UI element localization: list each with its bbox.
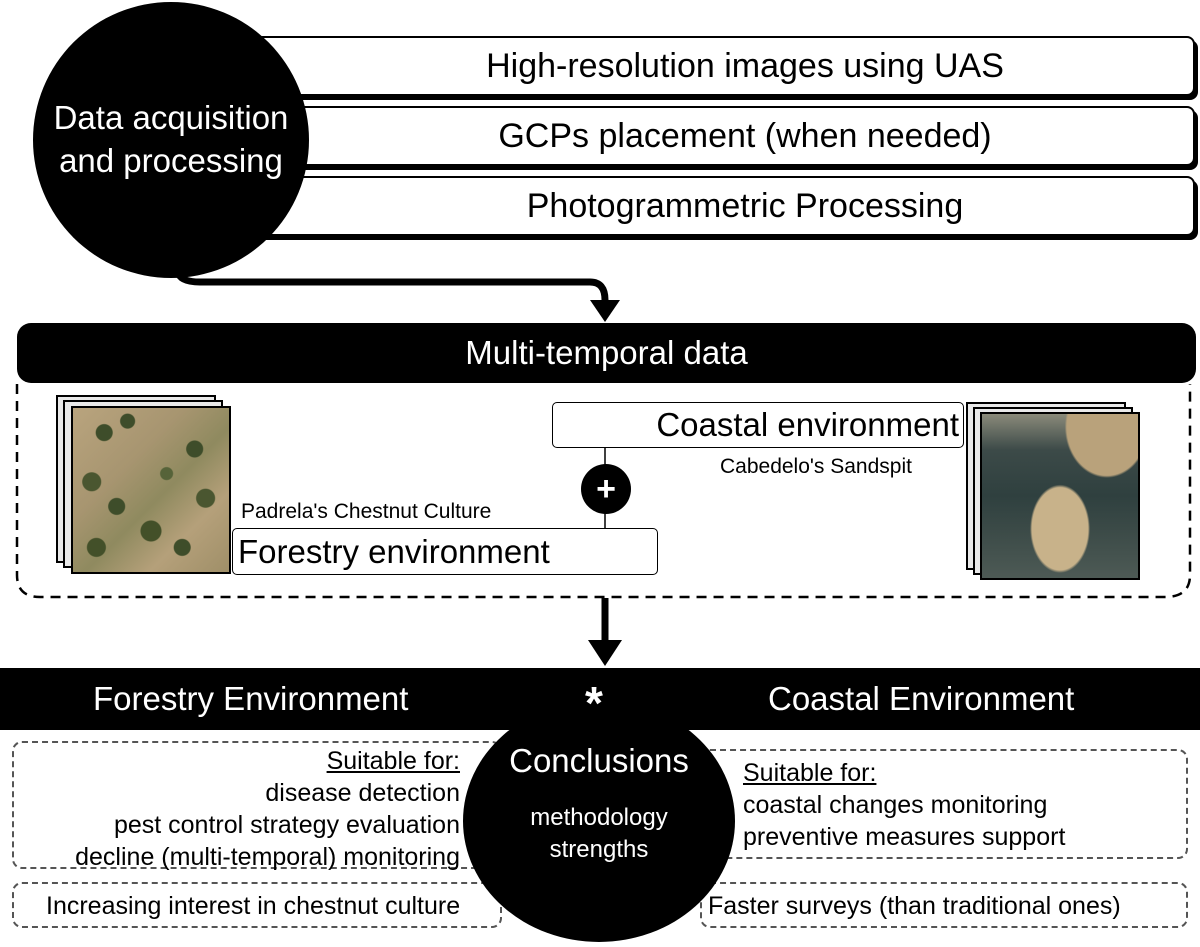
multitemporal-title-bar: Multi-temporal data bbox=[17, 323, 1196, 383]
plus-icon: + bbox=[581, 464, 631, 514]
strength-right-box: Faster surveys (than traditional ones) bbox=[700, 882, 1188, 928]
coastal-site-label: Cabedelo's Sandspit bbox=[720, 455, 912, 478]
conclusions-subtitle-line2: strengths bbox=[549, 836, 649, 863]
coastal-suitable-item: coastal changes monitoring bbox=[743, 791, 1048, 819]
step-box-photogrammetry: Photogrammetric Processing bbox=[235, 176, 1195, 236]
strength-left-text: Increasing interest in chestnut culture bbox=[46, 892, 461, 920]
step-box-gcps: GCPs placement (when needed) bbox=[235, 106, 1195, 166]
coastal-environment-title: Coastal Environment bbox=[768, 680, 1075, 717]
asterisk-icon: * bbox=[585, 677, 603, 729]
strength-right-text: Faster surveys (than traditional ones) bbox=[708, 892, 1121, 920]
forestry-suitable-item: decline (multi-temporal) monitoring bbox=[75, 843, 460, 871]
acquisition-title-line2: and processing bbox=[59, 142, 283, 179]
coastal-environment-box: Coastal environment bbox=[552, 402, 964, 448]
acquisition-circle: Data acquisition and processing bbox=[33, 2, 309, 278]
coastal-suitable-item: preventive measures support bbox=[743, 823, 1066, 851]
step-label: Photogrammetric Processing bbox=[526, 186, 964, 225]
forestry-suitable-box: Suitable for: disease detection pest con… bbox=[12, 741, 502, 871]
coastal-environment-label: Coastal environment bbox=[656, 406, 959, 443]
conclusions-circle: Conclusions methodology strengths bbox=[463, 700, 735, 942]
forestry-site-label: Padrela's Chestnut Culture bbox=[241, 500, 492, 523]
forestry-suitable-item: pest control strategy evaluation bbox=[113, 811, 460, 839]
conclusions-subtitle-line1: methodology bbox=[530, 804, 668, 831]
forestry-suitable-item: disease detection bbox=[265, 779, 460, 807]
multitemporal-title: Multi-temporal data bbox=[465, 334, 748, 371]
conclusions-title: Conclusions bbox=[509, 742, 689, 779]
forestry-environment-box: Forestry environment bbox=[232, 528, 658, 575]
acquisition-title-line1: Data acquisition bbox=[53, 99, 289, 137]
step-label: GCPs placement (when needed) bbox=[498, 116, 992, 155]
forestry-environment-label: Forestry environment bbox=[238, 532, 550, 570]
coast-aerial-image bbox=[980, 412, 1140, 580]
step-label: High-resolution images using UAS bbox=[486, 46, 1004, 85]
forestry-environment-title: Forestry Environment bbox=[93, 680, 409, 717]
forest-aerial-image bbox=[71, 406, 231, 574]
step-box-uas: High-resolution images using UAS bbox=[235, 36, 1195, 96]
coastal-suitable-heading: Suitable for: bbox=[743, 759, 877, 787]
strength-left-box: Increasing interest in chestnut culture bbox=[12, 882, 502, 928]
coastal-suitable-box: Suitable for: coastal changes monitoring… bbox=[700, 749, 1188, 859]
forestry-suitable-heading: Suitable for: bbox=[326, 747, 460, 775]
